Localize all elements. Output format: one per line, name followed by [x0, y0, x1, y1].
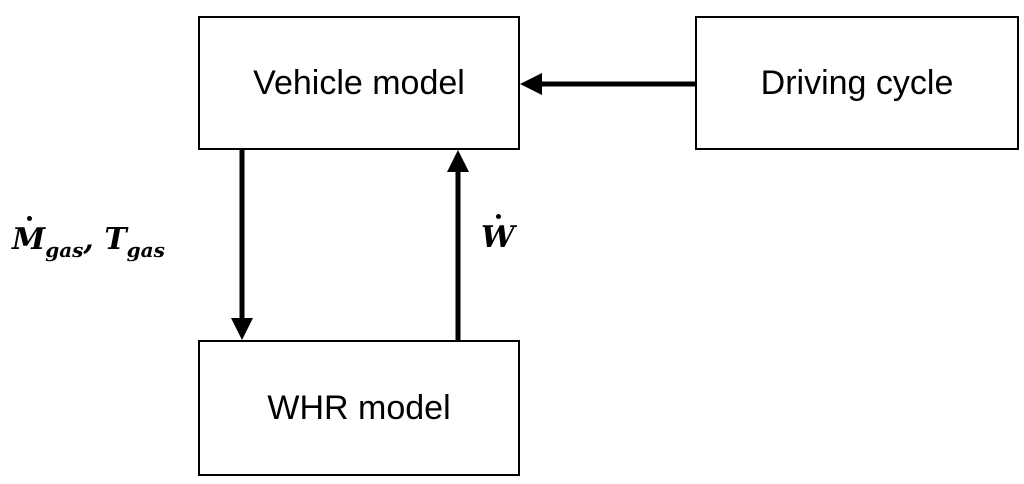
temperature-symbol: T	[104, 222, 127, 257]
temperature-subscript: gas	[126, 238, 165, 262]
mass-flow-symbol: M	[12, 216, 46, 257]
work-label: W	[481, 214, 515, 255]
gas-label-separator: ,	[83, 222, 94, 257]
driving-cycle-block: Driving cycle	[695, 16, 1019, 150]
whr-model-block: WHR model	[198, 340, 520, 476]
gas-flow-label: Mgas, Tgas	[12, 216, 165, 262]
driving-cycle-label: Driving cycle	[760, 63, 954, 102]
mass-flow-subscript: gas	[45, 238, 84, 262]
vehicle-model-block: Vehicle model	[198, 16, 520, 150]
arrowhead-whr-to-vehicle	[447, 150, 469, 172]
power-symbol: W	[481, 214, 515, 255]
arrowhead-vehicle-to-whr	[231, 318, 253, 340]
vehicle-model-label: Vehicle model	[253, 63, 465, 102]
whr-model-label: WHR model	[267, 388, 451, 427]
arrowhead-driving-to-vehicle	[520, 73, 542, 95]
